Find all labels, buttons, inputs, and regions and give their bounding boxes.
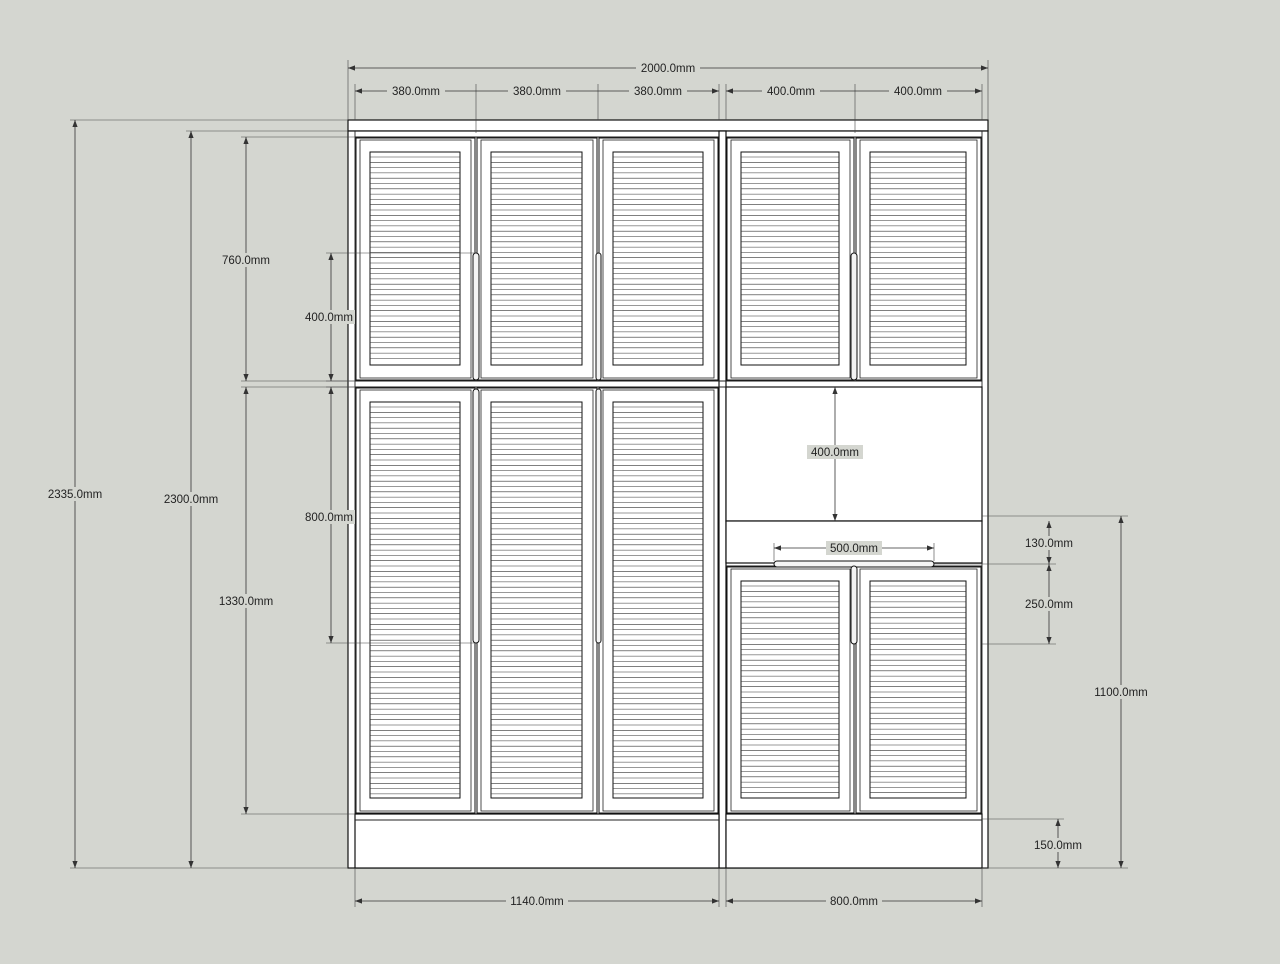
dimension-arrowhead [1046,557,1052,564]
left-door-3-width-label: 380.0mm [634,86,682,98]
dimension-arrowhead [1046,521,1052,528]
wardrobe-cabinet [347,119,989,869]
upper-section-height-label: 760.0mm [222,255,270,267]
dimension-arrowhead [328,253,334,260]
dimension-arrowhead [243,137,249,144]
dimension-arrowhead [712,88,719,94]
dimension-arrows [72,65,1124,904]
left-plinth [354,813,720,869]
plinth-height-label: 150.0mm [1034,840,1082,852]
dimension-lines: 2000.0mm 380.0mm 380.0mm 380.0mm 400.0mm… [44,60,1152,908]
right-bottom-width-label: 800.0mm [830,896,878,908]
lower-section-height-label: 1330.0mm [219,596,273,608]
dimension-arrowhead [243,387,249,394]
upper-door-5[interactable] [855,137,982,381]
lower-left-handle[interactable] [472,388,480,644]
right-door-2-width-label: 400.0mm [894,86,942,98]
left-bottom-width-label: 1140.0mm [510,896,563,908]
dimension-arrowhead [1046,564,1052,571]
left-door-2-width-label: 380.0mm [513,86,561,98]
upper-door-3[interactable] [598,137,719,381]
left-door-1-width-label: 380.0mm [392,86,440,98]
dimension-arrowhead [355,898,362,904]
dimension-arrowhead [774,545,781,551]
right-door-1-width-label: 400.0mm [767,86,815,98]
dimension-arrowhead [188,861,194,868]
upper-right-handle[interactable] [850,252,858,381]
dimension-arrowhead [72,861,78,868]
dimension-arrowhead [832,514,838,521]
dimension-arrowhead [243,807,249,814]
dimension-arrowhead [72,120,78,127]
drawer-handle-width-label: 500.0mm [830,543,878,555]
dimension-arrowhead [927,545,934,551]
drawer-height-label: 130.0mm [1025,538,1073,550]
dimension-arrowhead [328,374,334,381]
dimension-arrowhead [1055,819,1061,826]
right-lower-height-label: 1100.0mm [1094,687,1147,699]
dimension-arrowhead [975,88,982,94]
dimension-arrowhead [328,387,334,394]
dimension-arrowhead [328,636,334,643]
dimension-arrowhead [348,65,355,71]
dimension-arrowhead [981,65,988,71]
dimension-arrowhead [1118,861,1124,868]
dimension-arrowhead [726,88,733,94]
carcass-height-label: 2300.0mm [164,494,218,506]
open-shelf-height-label: 400.0mm [811,447,859,459]
lower-door-2[interactable] [476,387,598,814]
right-plinth [725,813,983,869]
dimension-arrowhead [243,374,249,381]
overall-width-label: 2000.0mm [641,63,695,75]
center-partition [718,130,727,869]
lower-door-1[interactable] [355,387,476,814]
overall-height-label: 2335.0mm [48,489,102,501]
door-group [355,137,982,814]
dimension-arrowhead [188,131,194,138]
dimension-arrowhead [832,387,838,394]
upper-door-2[interactable] [476,137,598,381]
lower-door-5[interactable] [855,566,982,814]
upper-handle-length-label: 400.0mm [305,312,353,324]
dimension-arrowhead [726,898,733,904]
lower-right-handle[interactable] [850,565,858,645]
dimension-arrowhead [1046,637,1052,644]
top-cap [347,119,989,132]
upper-door-1[interactable] [355,137,476,381]
lower-door-4[interactable] [726,566,855,814]
upper-door-4[interactable] [726,137,855,381]
dimension-arrowhead [1055,861,1061,868]
upper-left-handle[interactable] [472,252,480,381]
dimension-arrowhead [975,898,982,904]
lower-handle-length-label: 800.0mm [305,512,353,524]
dimension-arrowhead [355,88,362,94]
upper-middle-handle[interactable] [595,252,602,381]
lower-door-handle-label: 250.0mm [1025,599,1073,611]
lower-door-3[interactable] [598,387,719,814]
lower-middle-handle[interactable] [595,388,602,644]
dimension-arrowhead [1118,516,1124,523]
dimension-arrowhead [712,898,719,904]
